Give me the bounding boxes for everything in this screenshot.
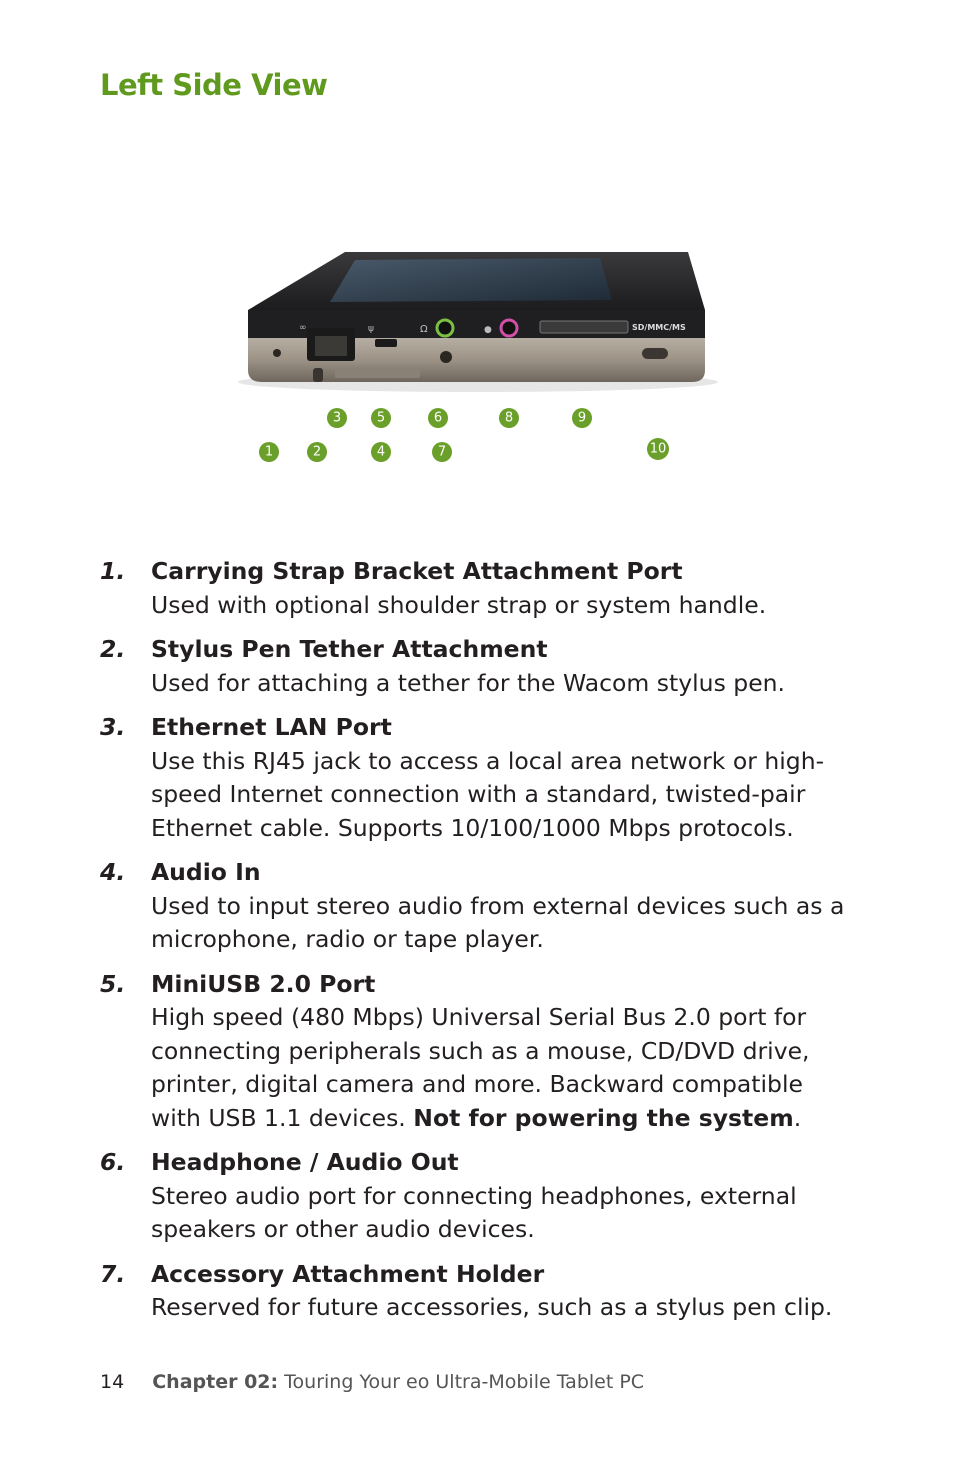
item-heading: MiniUSB 2.0 Port — [151, 969, 376, 998]
item-number: 2. — [100, 635, 126, 663]
list-item: 7. Accessory Attachment Holder Reserved … — [100, 1258, 860, 1325]
item-heading: Headphone / Audio Out — [151, 1148, 459, 1176]
callout-9: 9 — [572, 408, 592, 428]
list-item: 5. MiniUSB 2.0 Port High speed (480 Mbps… — [100, 968, 860, 1136]
item-heading: Stylus Pen Tether Attachment — [151, 635, 548, 663]
callout-4: 4 — [371, 442, 391, 462]
svg-text:7: 7 — [438, 445, 446, 460]
item-description: Reserved for future accessories, such as… — [151, 1293, 833, 1321]
item-number: 5. — [100, 969, 126, 998]
item-description: Used to input stereo audio from external… — [151, 891, 845, 954]
card-slot-label: SD/MMC/MS — [632, 323, 686, 332]
item-number: 7. — [100, 1259, 126, 1288]
page-title: Left Side View — [100, 68, 328, 102]
port-description-list: 1. Carrying Strap Bracket Attachment Por… — [100, 555, 860, 1336]
callout-8: 8 — [499, 408, 519, 428]
usb-icon: ψ — [368, 324, 374, 334]
network-icon: ∞ — [299, 323, 307, 333]
svg-text:5: 5 — [377, 411, 385, 426]
item-description: Use this RJ45 jack to access a local are… — [151, 746, 825, 842]
item-heading: Audio In — [151, 858, 261, 886]
item-description-end: . — [793, 1103, 802, 1132]
item-description: Used with optional shoulder strap or sys… — [151, 590, 767, 619]
item-description: High speed (480 Mbps) Universal Serial B… — [151, 1003, 810, 1132]
accessory-holder — [335, 368, 420, 378]
callout-7: 7 — [432, 442, 452, 462]
list-item: 6. Headphone / Audio Out Stereo audio po… — [100, 1146, 860, 1247]
svg-text:8: 8 — [505, 411, 513, 426]
audio-in-port — [440, 351, 452, 363]
page-number: 14 — [100, 1371, 125, 1393]
svg-text:4: 4 — [377, 445, 385, 460]
list-item: 1. Carrying Strap Bracket Attachment Por… — [100, 555, 860, 622]
page-footer: 14 Chapter 02: Touring Your eo Ultra-Mob… — [100, 1371, 644, 1393]
mic-icon: ● — [484, 325, 492, 335]
item-description-container: High speed (480 Mbps) Universal Serial B… — [151, 1001, 860, 1135]
svg-text:10: 10 — [650, 442, 667, 457]
item-heading: Accessory Attachment Holder — [151, 1259, 545, 1288]
item-number: 4. — [100, 858, 126, 886]
item-description: Stereo audio port for connecting headpho… — [151, 1181, 797, 1244]
list-item: 4. Audio In Used to input stereo audio f… — [100, 856, 860, 957]
list-item: 3. Ethernet LAN Port Use this RJ45 jack … — [100, 711, 860, 845]
item-description: Used for attaching a tether for the Waco… — [151, 668, 786, 697]
svg-text:9: 9 — [578, 411, 586, 426]
item-number: 1. — [100, 557, 126, 585]
tether-attachment — [313, 368, 323, 382]
item-description-bold: Not for powering the system — [413, 1103, 794, 1132]
item-number: 6. — [100, 1148, 126, 1176]
chapter-title: Touring Your eo Ultra-Mobile Tablet PC — [284, 1371, 645, 1393]
callout-2: 2 — [307, 442, 327, 462]
item-number: 3. — [100, 713, 126, 741]
callout-10: 10 — [647, 438, 669, 460]
item-heading: Ethernet LAN Port — [151, 713, 392, 741]
chapter-label: Chapter 02: — [152, 1371, 279, 1393]
ethernet-jack — [315, 336, 347, 356]
card-slot — [539, 320, 629, 334]
headphone-icon: Ω — [420, 324, 428, 335]
svg-text:3: 3 — [333, 411, 341, 426]
callout-1: 1 — [259, 442, 279, 462]
device-screen — [330, 258, 612, 302]
callout-5: 5 — [371, 408, 391, 428]
headphone-port — [435, 318, 455, 338]
callout-6: 6 — [428, 408, 448, 428]
list-item: 2. Stylus Pen Tether Attachment Used for… — [100, 633, 860, 700]
callout-3: 3 — [327, 408, 347, 428]
strap-port — [273, 349, 281, 357]
miniusb-port — [375, 339, 397, 347]
svg-text:2: 2 — [313, 445, 321, 460]
svg-text:1: 1 — [265, 445, 273, 460]
svg-text:6: 6 — [434, 411, 442, 426]
mic-port — [499, 318, 519, 338]
device-left-side-figure: ∞ ψ Ω ● SD/MMC/MS 3 5 6 8 9 1 2 4 7 10 — [238, 252, 718, 462]
oval-release — [642, 348, 668, 359]
item-heading: Carrying Strap Bracket Attachment Port — [151, 557, 683, 585]
